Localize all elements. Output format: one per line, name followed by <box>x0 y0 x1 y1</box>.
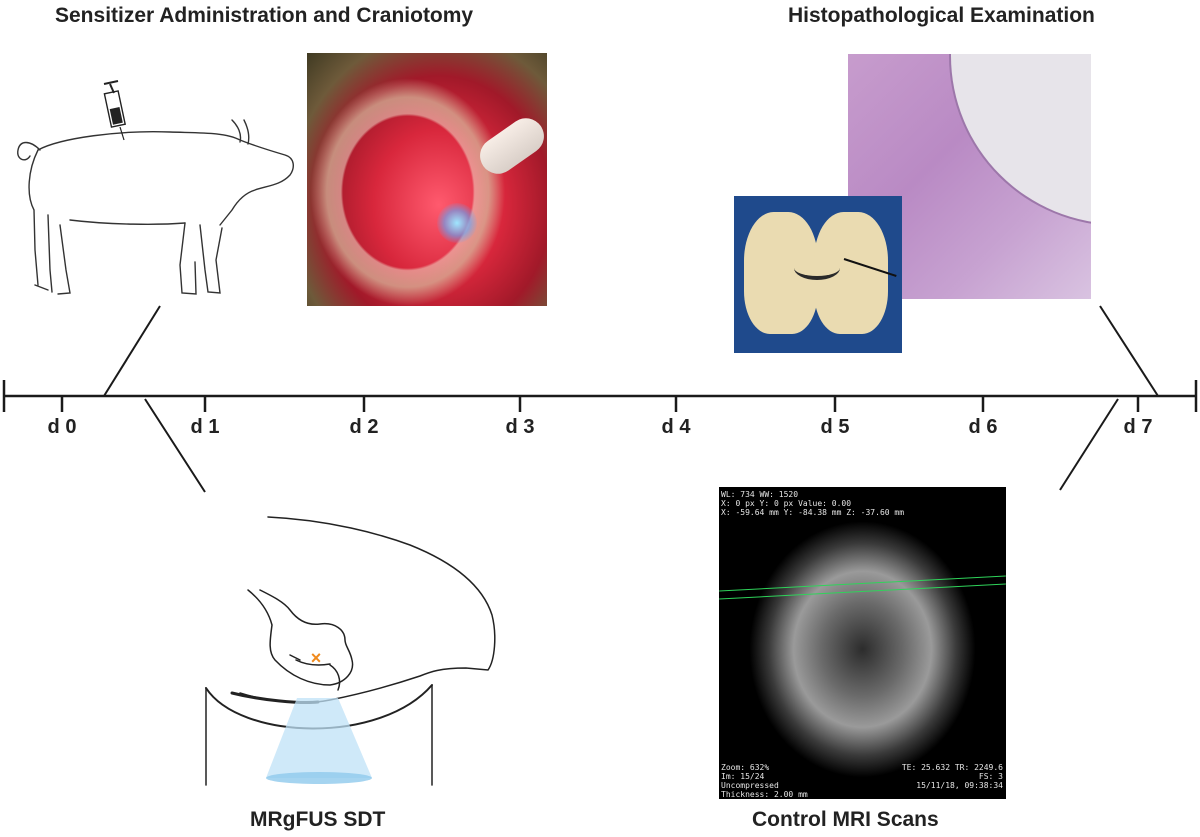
ultrasound-cone <box>266 698 372 778</box>
timeline-tick-label: d 5 <box>820 416 850 438</box>
mri-field-strength: FS: 3 <box>978 772 1003 781</box>
timeline-tick-label: d 0 <box>47 416 77 438</box>
pig-illustration <box>17 119 294 295</box>
mri-planning-line <box>719 575 1006 592</box>
timeline-tick-label: d 1 <box>190 416 220 438</box>
mri-window-level: WL: 734 WW: 1520 <box>721 490 799 499</box>
connector-top-right <box>1099 305 1159 397</box>
mri-te-tr: TE: 25.632 TR: 2249.6 <box>901 763 1003 772</box>
histology-tissue-edge <box>949 54 1091 226</box>
mri-zoom: Zoom: 632% <box>721 763 770 772</box>
timeline-tick-label: d 4 <box>661 416 691 438</box>
mri-image-index: Im: 15/24 <box>721 772 765 781</box>
connector-bottom-right <box>1059 398 1119 491</box>
mri-coordinates: X: -59.64 mm Y: -84.38 mm Z: -37.60 mm <box>721 508 905 517</box>
heading-control-mri: Control MRI Scans <box>752 808 939 831</box>
heading-histopathology: Histopathological Examination <box>788 4 1095 27</box>
craniotomy-light-spot <box>437 203 477 243</box>
focus-marker: × <box>311 648 322 668</box>
mri-planning-line <box>719 583 1006 600</box>
craniotomy-bone-margin <box>307 53 547 306</box>
craniotomy-photo <box>307 53 547 306</box>
connector-bottom-left <box>144 398 206 493</box>
mri-thickness: Thickness: 2.00 mm <box>721 790 808 799</box>
connector-top-left <box>103 305 161 397</box>
mri-scan: WL: 734 WW: 1520 X: 0 px Y: 0 px Value: … <box>719 487 1006 799</box>
brain-ventricle <box>794 256 840 280</box>
timeline-tick-label: d 6 <box>968 416 998 438</box>
mri-date: 15/11/18, 09:38:34 <box>916 781 1003 790</box>
timeline-tick-label: d 3 <box>505 416 535 438</box>
timeline-tick-label: d 2 <box>349 416 379 438</box>
brain-slice-photo <box>734 196 902 353</box>
timeline-ticks <box>60 396 1140 412</box>
ultrasound-cone-base <box>266 772 372 784</box>
mri-compression: Uncompressed <box>721 781 779 790</box>
heading-mrgfus-sdt: MRgFUS SDT <box>250 808 386 831</box>
mri-pixel-value: X: 0 px Y: 0 px Value: 0.00 <box>721 499 852 508</box>
heading-sensitizer-craniotomy: Sensitizer Administration and Craniotomy <box>55 4 474 27</box>
timeline-tick-label: d 7 <box>1123 416 1153 438</box>
syringe-illustration <box>103 80 127 141</box>
